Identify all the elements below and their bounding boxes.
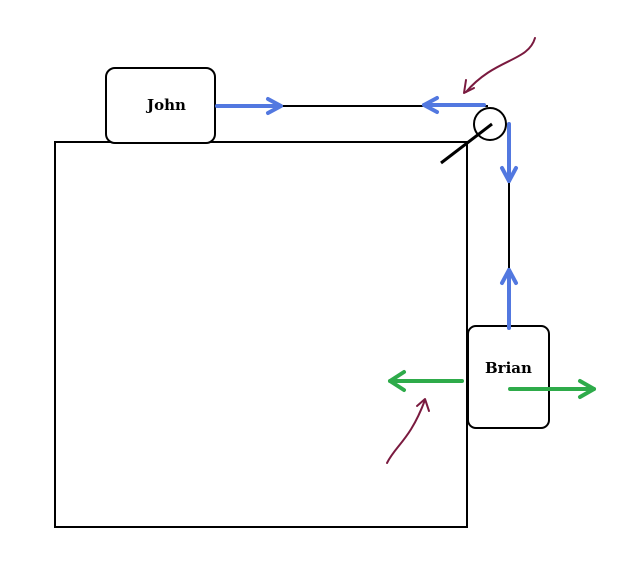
brian-label: Brian bbox=[485, 359, 532, 377]
pointer-arrow-to-pulley bbox=[463, 37, 536, 94]
friction-arrow-right bbox=[508, 379, 596, 399]
brian-block bbox=[467, 325, 550, 429]
tension-arrow-at-pulley-down bbox=[500, 122, 518, 183]
pulley-mount bbox=[440, 122, 493, 165]
friction-arrow-left bbox=[388, 370, 464, 392]
john-label: John bbox=[147, 96, 186, 114]
tension-arrow-on-brian bbox=[500, 268, 518, 330]
pointer-arrow-to-friction bbox=[386, 398, 430, 464]
tension-arrow-on-john bbox=[215, 97, 283, 115]
table bbox=[54, 141, 468, 528]
tension-arrow-at-pulley-left bbox=[422, 96, 486, 114]
